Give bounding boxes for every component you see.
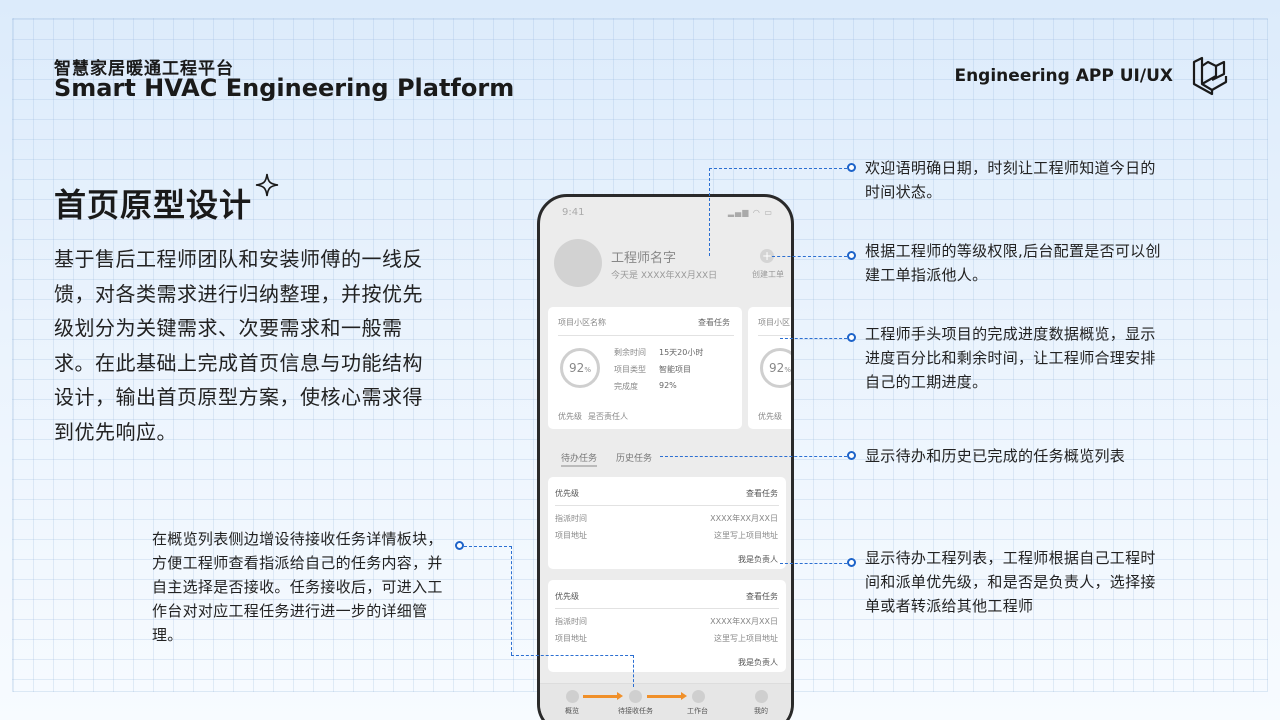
- nav-overview[interactable]: 概览: [565, 707, 579, 715]
- progress-ring: 92%: [560, 348, 600, 388]
- task-card[interactable]: 优先级 查看任务 指派时间 XXXX年XX月XX日 项目地址 这里写上项目地址 …: [548, 580, 786, 672]
- project-card-peek[interactable]: 项目小区 92% 优先级: [748, 307, 791, 429]
- section-title: 首页原型设计: [54, 186, 253, 224]
- connector-line: [660, 456, 847, 457]
- project-name: 项目小区名称: [558, 318, 606, 327]
- project-card[interactable]: 项目小区名称 查看任务 92% 剩余时间 15天20小时 项目类型 智能项目 完…: [548, 307, 742, 429]
- annotation-greeting: 欢迎语明确日期，时刻让工程师知道今日的时间状态。: [865, 159, 1156, 201]
- callout-dot: [847, 163, 856, 172]
- platform-title-cn: 智慧家居暖通工程平台: [54, 59, 234, 79]
- arrow-right-icon: [583, 692, 623, 700]
- type-value: 智能项目: [659, 365, 691, 374]
- owner-label: 是否责任人: [588, 412, 628, 421]
- task-time-value: XXXX年XX月XX日: [710, 514, 778, 523]
- callout-dot: [847, 333, 856, 342]
- annotation-create-permission: 根据工程师的等级权限,后台配置是否可以创建工单指派他人。: [865, 242, 1161, 284]
- annotation-pending-tasks: 在概览列表侧边增设待接收任务详情板块，方便工程师查看指派给自己的任务内容，并自主…: [152, 530, 443, 644]
- nav-pending-icon[interactable]: [629, 690, 642, 703]
- connector-line: [780, 338, 847, 339]
- nav-workbench[interactable]: 工作台: [687, 707, 708, 715]
- nav-profile[interactable]: 我的: [754, 707, 768, 715]
- completion-label: 完成度: [614, 382, 638, 391]
- status-bar-icons: ▂▄▆ ◠ ▭: [727, 208, 773, 217]
- completion-value: 92%: [659, 381, 677, 390]
- annotation-task-tabs: 显示待办和历史已完成的任务概览列表: [865, 447, 1126, 465]
- callout-dot: [847, 251, 856, 260]
- bottom-nav: 概览 待接收任务 工作台 我的: [540, 683, 791, 720]
- callout-dot: [847, 451, 856, 460]
- arrow-right-icon: [647, 692, 687, 700]
- section-description: 基于售后工程师团队和安装师傅的一线反馈，对各类需求进行归纳整理，并按优先级划分为…: [54, 247, 423, 444]
- task-owner: 我是负责人: [738, 555, 778, 564]
- task-addr-label: 项目地址: [555, 634, 587, 643]
- tab-history[interactable]: 历史任务: [616, 454, 653, 464]
- progress-value: 92%: [569, 361, 591, 375]
- task-addr-value: 这里写上项目地址: [714, 634, 778, 643]
- callout-dot: [847, 558, 856, 567]
- nav-overview-icon[interactable]: [566, 690, 579, 703]
- task-view-link[interactable]: 查看任务: [746, 489, 778, 498]
- sparkle-icon: [255, 173, 279, 197]
- task-time-label: 指派时间: [555, 514, 587, 523]
- task-priority: 优先级: [555, 489, 579, 498]
- view-task-link[interactable]: 查看任务: [698, 318, 730, 327]
- task-priority: 优先级: [555, 592, 579, 601]
- connector-line: [709, 168, 710, 256]
- task-view-link[interactable]: 查看任务: [746, 592, 778, 601]
- nav-profile-icon[interactable]: [755, 690, 768, 703]
- connector-line: [511, 546, 512, 655]
- cube-logo-icon: [1192, 56, 1228, 96]
- type-label: 项目类型: [614, 365, 646, 374]
- engineering-app-label: Engineering APP UI/UX: [954, 66, 1173, 86]
- platform-title-en: Smart HVAC Engineering Platform: [54, 74, 515, 102]
- engineer-name: 工程师名字: [611, 251, 677, 266]
- priority-label-peek: 优先级: [758, 412, 782, 421]
- priority-label: 优先级: [558, 412, 582, 421]
- tab-underline: [561, 465, 597, 467]
- remaining-value: 15天20小时: [659, 348, 704, 357]
- task-time-label: 指派时间: [555, 617, 587, 626]
- annotation-progress: 工程师手头项目的完成进度数据概览，显示进度百分比和剩余时间，让工程师合理安排自己…: [865, 325, 1156, 391]
- task-addr-value: 这里写上项目地址: [714, 531, 778, 540]
- project-name-peek: 项目小区: [758, 318, 790, 327]
- tab-pending[interactable]: 待办任务: [561, 454, 598, 464]
- task-owner: 我是负责人: [738, 658, 778, 667]
- create-ticket-label[interactable]: 创建工单: [752, 270, 784, 279]
- avatar[interactable]: [554, 239, 602, 287]
- progress-ring-peek: 92%: [760, 348, 791, 388]
- connector-line: [709, 168, 847, 169]
- today-date: 今天是 XXXX年XX月XX日: [611, 271, 718, 281]
- nav-pending[interactable]: 待接收任务: [618, 707, 653, 715]
- task-time-value: XXXX年XX月XX日: [710, 617, 778, 626]
- callout-dot: [455, 541, 464, 550]
- status-time: 9:41: [562, 207, 585, 218]
- phone-mockup: 9:41 ▂▄▆ ◠ ▭ 工程师名字 今天是 XXXX年XX月XX日 + 创建工…: [537, 194, 794, 720]
- progress-value-peek: 92%: [769, 361, 791, 375]
- remaining-label: 剩余时间: [614, 348, 646, 357]
- connector-line: [772, 256, 847, 257]
- task-addr-label: 项目地址: [555, 531, 587, 540]
- connector-line: [633, 655, 634, 687]
- connector-line: [511, 655, 633, 656]
- annotation-task-list: 显示待办工程列表，工程师根据自己工程时间和派单优先级，和是否是负责人，选择接单或…: [865, 549, 1156, 615]
- connector-line: [780, 563, 847, 564]
- connector-line: [464, 546, 512, 547]
- nav-workbench-icon[interactable]: [692, 690, 705, 703]
- create-ticket-plus-icon[interactable]: +: [760, 249, 774, 263]
- task-card[interactable]: 优先级 查看任务 指派时间 XXXX年XX月XX日 项目地址 这里写上项目地址 …: [548, 477, 786, 569]
